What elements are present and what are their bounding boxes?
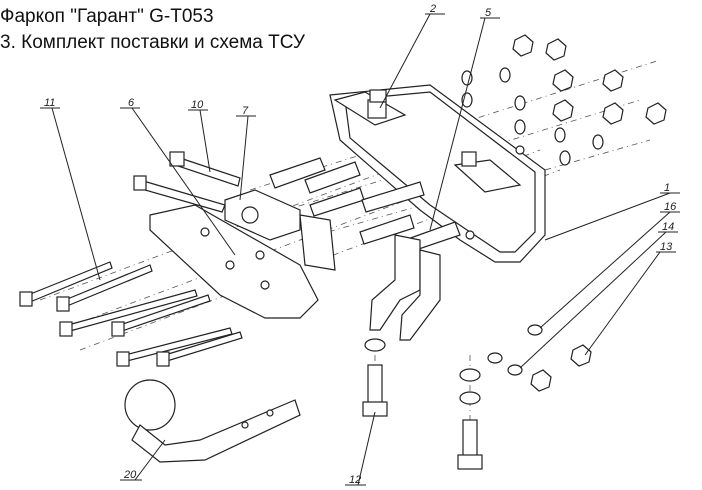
diagram-title: Фаркоп "Гарант" G-T053 — [0, 6, 214, 27]
tow-ball — [124, 379, 301, 463]
top-plate — [333, 89, 407, 126]
diagram-subtitle: 3. Комплект поставки и схема ТСУ — [0, 32, 305, 53]
callout-2: 2 — [429, 3, 436, 15]
bottom-legs — [369, 234, 441, 341]
bolt-10 — [169, 151, 241, 187]
spacer-tubes — [269, 157, 461, 253]
callout-1: 1 — [664, 182, 670, 194]
long-bolts — [19, 175, 243, 367]
nuts-and-washers — [364, 34, 667, 405]
side-plate — [149, 204, 319, 319]
callout-10: 10 — [191, 99, 204, 111]
callout-5: 5 — [485, 7, 492, 19]
callout-7: 7 — [242, 105, 249, 117]
callout-20: 20 — [123, 469, 137, 481]
callout-11: 11 — [44, 97, 55, 109]
ball-mount-plate — [224, 189, 336, 271]
callout-labels: 2 5 11 6 10 7 1 16 14 — [40, 3, 680, 486]
main-beam — [329, 84, 546, 263]
bracket-plate — [453, 151, 522, 193]
callout-12: 12 — [349, 474, 361, 486]
callout-6: 6 — [128, 97, 135, 109]
callout-16: 16 — [664, 201, 677, 213]
callout-14: 14 — [662, 221, 674, 233]
vertical-bolts — [362, 364, 483, 470]
callout-13: 13 — [660, 241, 673, 253]
